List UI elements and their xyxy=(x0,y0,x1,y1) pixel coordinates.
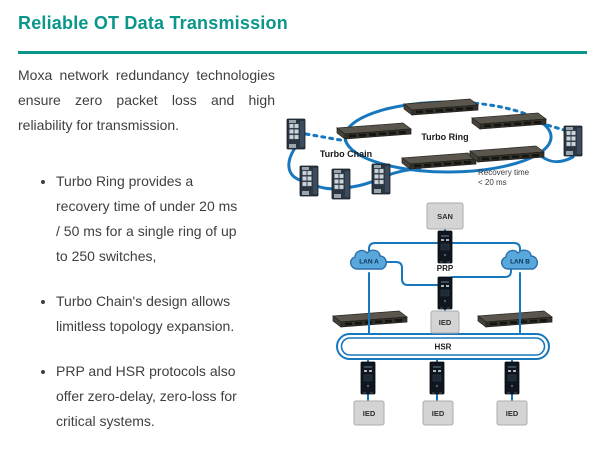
lan-a-label: LAN A xyxy=(359,259,379,266)
san-box xyxy=(426,202,464,230)
lan-b-label: LAN B xyxy=(510,259,530,266)
bullet-item-prp-hsr: PRP and HSR protocols also offer zero-de… xyxy=(56,359,268,434)
turbo-chain-redundant-link xyxy=(304,132,348,143)
hsr-redbox-device-icon xyxy=(360,361,376,395)
ied-box xyxy=(353,400,385,426)
din-switch-icon xyxy=(371,163,391,195)
rack-switch-icon xyxy=(471,112,547,130)
turbo-chain-label: Turbo Chain xyxy=(320,149,372,159)
prp-hsr-diagram: SAN IED LAN A LAN B PRP HSR IED IED IED xyxy=(332,202,553,426)
hsr-ring-inner xyxy=(340,337,546,356)
ied-to-lan-b-link xyxy=(451,266,512,278)
text-column: Moxa network redundancy technologies ens… xyxy=(18,63,275,454)
prp-redbox-device-icon xyxy=(437,230,453,264)
ied-box xyxy=(422,400,454,426)
rack-switch-icon xyxy=(403,98,479,116)
rack-switch-icon xyxy=(477,310,553,328)
prp-label: PRP xyxy=(437,264,454,273)
lan-a-cloud: LAN A xyxy=(349,249,388,270)
recovery-note-line1: Recovery time xyxy=(478,168,530,177)
hsr-redbox-device-icon xyxy=(504,361,520,395)
ied-label: IED xyxy=(506,409,519,418)
ied-box xyxy=(496,400,528,426)
prp-redbox-device-icon xyxy=(437,276,453,310)
lan-a-to-ied-link xyxy=(380,261,439,286)
rack-switch-icon xyxy=(336,122,412,140)
prp-bus-right xyxy=(451,242,521,254)
bullet-list: Turbo Ring provides a recovery time of u… xyxy=(18,169,275,434)
turbo-ring-label: Turbo Ring xyxy=(421,132,468,142)
din-switch-icon xyxy=(563,125,583,157)
page-title: Reliable OT Data Transmission xyxy=(18,13,288,33)
hsr-redbox-device-icon xyxy=(429,361,445,395)
intro-paragraph: Moxa network redundancy technologies ens… xyxy=(18,67,275,133)
recovery-note-line2: < 20 ms xyxy=(478,178,507,187)
hsr-ring-outer xyxy=(336,333,550,360)
ied-label: IED xyxy=(439,318,452,327)
prp-bus-left xyxy=(368,242,439,254)
hsr-label: HSR xyxy=(435,343,452,352)
lan-b-cloud: LAN B xyxy=(500,249,539,270)
title-rule xyxy=(18,51,587,54)
din-switch-icon xyxy=(331,168,351,200)
rack-switch-icon xyxy=(401,152,477,170)
turbo-ring-redundant-link xyxy=(473,101,547,127)
din-switch-icon xyxy=(286,118,306,150)
turbo-topology-diagram: Turbo Ring Turbo Chain Recovery time < 2… xyxy=(286,98,583,200)
edge-switch-link xyxy=(539,154,575,164)
ied-label: IED xyxy=(363,409,376,418)
rack-switch-icon xyxy=(469,145,545,163)
ied-box xyxy=(430,310,460,334)
din-switch-icon xyxy=(299,165,319,197)
san-label: SAN xyxy=(437,212,453,221)
bullet-item-turbo-chain: Turbo Chain's design allows limitless to… xyxy=(56,289,268,339)
ied-label: IED xyxy=(432,409,445,418)
bullet-item-turbo-ring: Turbo Ring provides a recovery time of u… xyxy=(56,169,268,269)
